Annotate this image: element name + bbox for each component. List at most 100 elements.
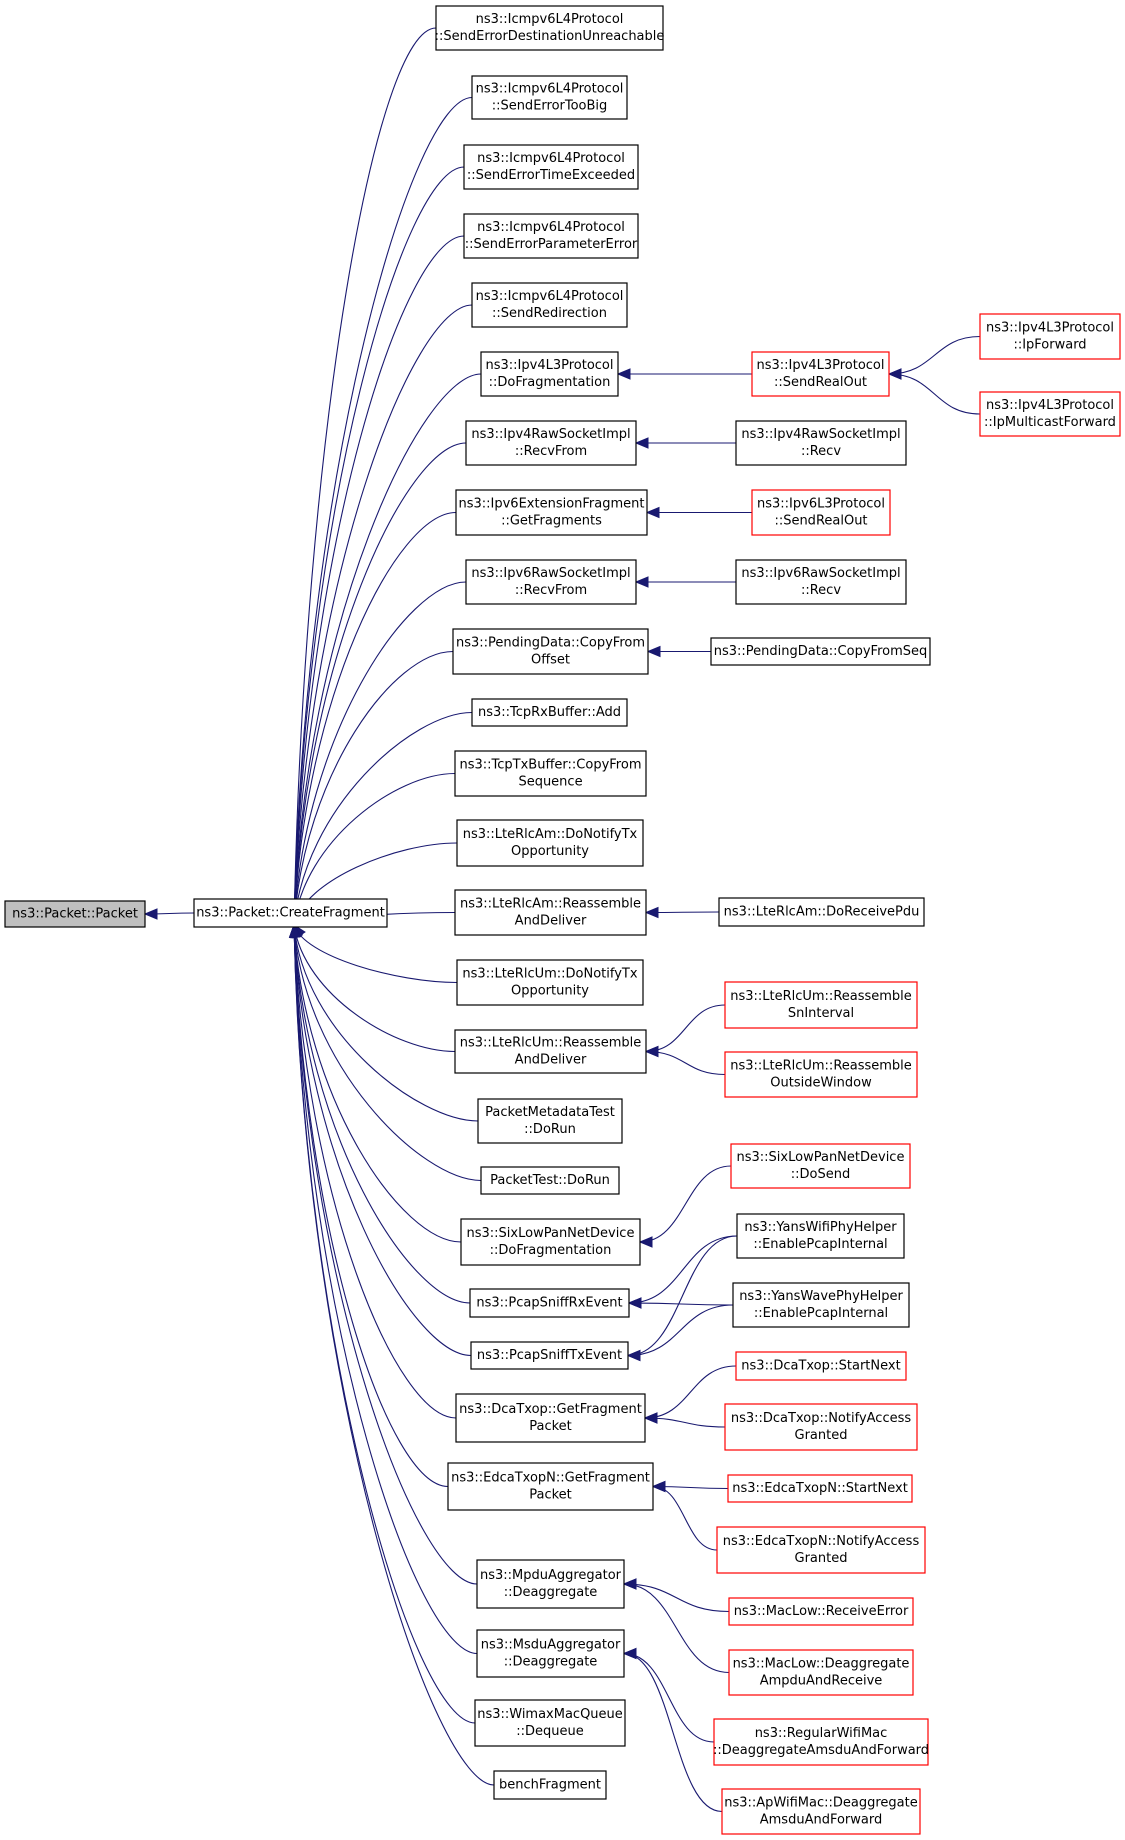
node-label: ns3::Icmpv6L4Protocol [476, 289, 624, 304]
node-mpdu-deagg[interactable]: ns3::MpduAggregator::Deaggregate [476, 1559, 625, 1609]
node-box [730, 1143, 911, 1189]
node-box [724, 1051, 918, 1098]
node-label: ns3::LteRlcUm::Reassemble [460, 1036, 642, 1051]
arrowhead [644, 906, 659, 919]
node-ipv4-send-real-out[interactable]: ns3::Ipv4L3Protocol::SendRealOut [751, 351, 890, 397]
edge-dca-start-next-to-dca-get-frag [643, 1365, 737, 1424]
edge-send-err-param-to-create-fragment [288, 235, 465, 927]
edge-pkt-meta-test-to-create-fragment [290, 923, 479, 1122]
node-box [716, 1526, 926, 1574]
edge-tcp-rx-add-to-create-fragment [290, 711, 473, 927]
node-lte-am-receive[interactable]: ns3::LteRlcAm::DoReceivePdu [718, 897, 925, 927]
node-pkt-test[interactable]: PacketTest::DoRun [480, 1166, 620, 1195]
arrowhead [887, 368, 902, 380]
node-ipv4-do-frag[interactable]: ns3::Ipv4L3Protocol::DoFragmentation [480, 351, 619, 397]
node-ipv4-raw-recv[interactable]: ns3::Ipv4RawSocketImpl::Recv [735, 420, 907, 466]
node-box [474, 1699, 626, 1747]
node-ipv4-ip-forward[interactable]: ns3::Ipv4L3Protocol::IpForward [979, 313, 1121, 360]
node-ipv6-raw-recv[interactable]: ns3::Ipv6RawSocketImpl::Recv [735, 559, 907, 605]
node-yans-wave[interactable]: ns3::YansWavePhyHelper::EnablePcapIntern… [732, 1282, 910, 1328]
node-label: ::DoFragmentation [489, 375, 611, 390]
node-ipv6-send-real-out[interactable]: ns3::Ipv6L3Protocol::SendRealOut [751, 489, 891, 536]
node-send-err-time[interactable]: ns3::Icmpv6L4Protocol::SendErrorTimeExce… [463, 144, 639, 190]
node-tcp-rx-add[interactable]: ns3::TcpRxBuffer::Add [471, 698, 628, 727]
node-box [732, 1282, 910, 1328]
node-pcap-rx[interactable]: ns3::PcapSniffRxEvent [469, 1288, 630, 1318]
edge-msdu-deagg-to-create-fragment [288, 923, 478, 1655]
node-label: ::Deaggregate [504, 1585, 598, 1600]
node-ipv4-ip-multicast[interactable]: ns3::Ipv4L3Protocol::IpMulticastForward [979, 391, 1121, 437]
node-label: ns3::RegularWifiMac [755, 1726, 888, 1741]
edge-ipv4-raw-recv-from-to-create-fragment [289, 442, 467, 927]
node-six-do-frag[interactable]: ns3::SixLowPanNetDevice::DoFragmentation [460, 1218, 641, 1266]
node-mac-low-recv-err[interactable]: ns3::MacLow::ReceiveError [728, 1597, 914, 1626]
node-label: ns3::LteRlcAm::DoReceivePdu [724, 905, 920, 920]
node-send-err-too-big[interactable]: ns3::Icmpv6L4Protocol::SendErrorTooBig [471, 75, 628, 120]
node-label: benchFragment [499, 1778, 601, 1793]
node-box [480, 1166, 620, 1195]
arrowhead [626, 1349, 641, 1362]
node-box [713, 1718, 929, 1766]
node-edca-start-next[interactable]: ns3::EdcaTxopN::StartNext [727, 1474, 913, 1503]
node-pending-copy-seq[interactable]: ns3::PendingData::CopyFromSeq [710, 637, 931, 666]
node-ipv6-raw-recv-from[interactable]: ns3::Ipv6RawSocketImpl::RecvFrom [465, 559, 637, 605]
node-label: ns3::PcapSniffTxEvent [477, 1348, 622, 1363]
edge-lte-um-reassemble-to-create-fragment [292, 923, 456, 1053]
node-label: ::DeaggregateAmsduAndForward [713, 1743, 929, 1758]
node-ap-wifi[interactable]: ns3::ApWifiMac::DeaggregateAmsduAndForwa… [721, 1788, 921, 1835]
node-label: ns3::DcaTxop::GetFragment [459, 1402, 642, 1417]
node-pcap-tx[interactable]: ns3::PcapSniffTxEvent [470, 1341, 629, 1370]
node-send-err-dest[interactable]: ns3::Icmpv6L4Protocol::SendErrorDestinat… [435, 5, 665, 51]
node-ipv6-ext-frag[interactable]: ns3::Ipv6ExtensionFragment::GetFragments [455, 489, 648, 536]
node-six-do-send[interactable]: ns3::SixLowPanNetDevice::DoSend [730, 1143, 911, 1189]
edge-send-redirect-to-create-fragment [289, 304, 473, 927]
node-send-redirect[interactable]: ns3::Icmpv6L4Protocol::SendRedirection [471, 282, 628, 328]
arrowhead [646, 645, 661, 658]
node-label: OutsideWindow [770, 1076, 872, 1091]
node-ipv4-raw-recv-from[interactable]: ns3::Ipv4RawSocketImpl::RecvFrom [465, 420, 637, 466]
edge-yans-wave-to-pcap-tx [626, 1304, 734, 1362]
node-box [447, 1462, 654, 1511]
edge-mac-low-recv-err-to-mpdu-deagg [622, 1578, 730, 1613]
arrowhead [616, 368, 631, 380]
node-create-fragment[interactable]: ns3::Packet::CreateFragment [193, 898, 388, 928]
node-pkt-meta-test[interactable]: PacketMetadataTest::DoRun [477, 1098, 623, 1144]
node-bench-frag[interactable]: benchFragment [493, 1770, 607, 1800]
node-msdu-deagg[interactable]: ns3::MsduAggregator::Deaggregate [476, 1629, 625, 1678]
node-label: Granted [795, 1428, 848, 1443]
edge-ipv4-ip-forward-to-ipv4-send-real-out [887, 335, 981, 380]
node-yans-wifi[interactable]: ns3::YansWifiPhyHelper::EnablePcapIntern… [736, 1213, 905, 1259]
node-send-err-param[interactable]: ns3::Icmpv6L4Protocol::SendErrorParamete… [463, 213, 639, 259]
node-regular-wifi[interactable]: ns3::RegularWifiMac::DeaggregateAmsduAnd… [713, 1718, 929, 1766]
node-label: ns3::Icmpv6L4Protocol [477, 151, 625, 166]
node-label: ns3::Ipv4L3Protocol [986, 398, 1114, 413]
arrowhead [288, 923, 301, 938]
node-box [460, 1218, 641, 1266]
edge-ipv6-send-real-out-to-ipv6-ext-frag [645, 506, 753, 519]
node-label: ns3::PendingData::CopyFromSeq [714, 644, 928, 659]
node-box [476, 1559, 625, 1609]
node-wimax-dequeue[interactable]: ns3::WimaxMacQueue::Dequeue [474, 1699, 626, 1747]
node-box [435, 5, 664, 51]
arrowhead [643, 1412, 658, 1424]
arrowhead [644, 1045, 659, 1058]
node-dca-start-next[interactable]: ns3::DcaTxop::StartNext [735, 1351, 907, 1381]
arrowhead [645, 506, 660, 519]
edge-ipv4-ip-multicast-to-ipv4-send-real-out [887, 368, 981, 415]
node-box [454, 1029, 647, 1074]
node-packet[interactable]: ns3::Packet::Packet [4, 900, 146, 928]
node-box [465, 559, 637, 605]
